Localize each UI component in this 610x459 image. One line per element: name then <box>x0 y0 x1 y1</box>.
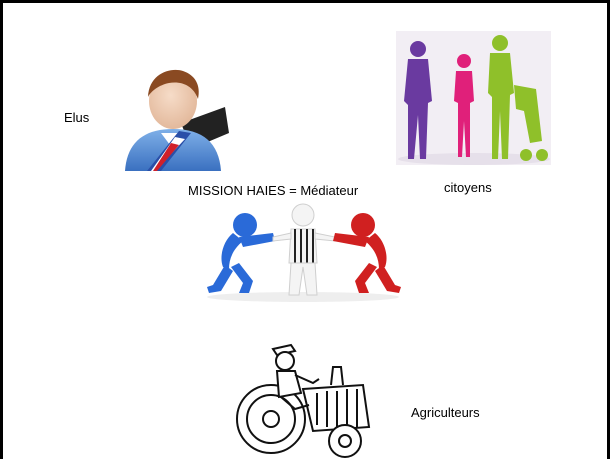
label-agriculteurs: Agriculteurs <box>411 405 480 420</box>
farmer-tractor-icon <box>236 343 371 458</box>
citizens-silhouettes-icon <box>396 31 551 165</box>
label-elus: Elus <box>64 110 90 125</box>
label-mission-haies: MISSION HAIES = Médiateur <box>188 183 359 198</box>
label-citoyens: citoyens <box>444 180 492 195</box>
elected-official-icon <box>125 69 229 171</box>
mediator-referee-icon <box>207 203 401 302</box>
